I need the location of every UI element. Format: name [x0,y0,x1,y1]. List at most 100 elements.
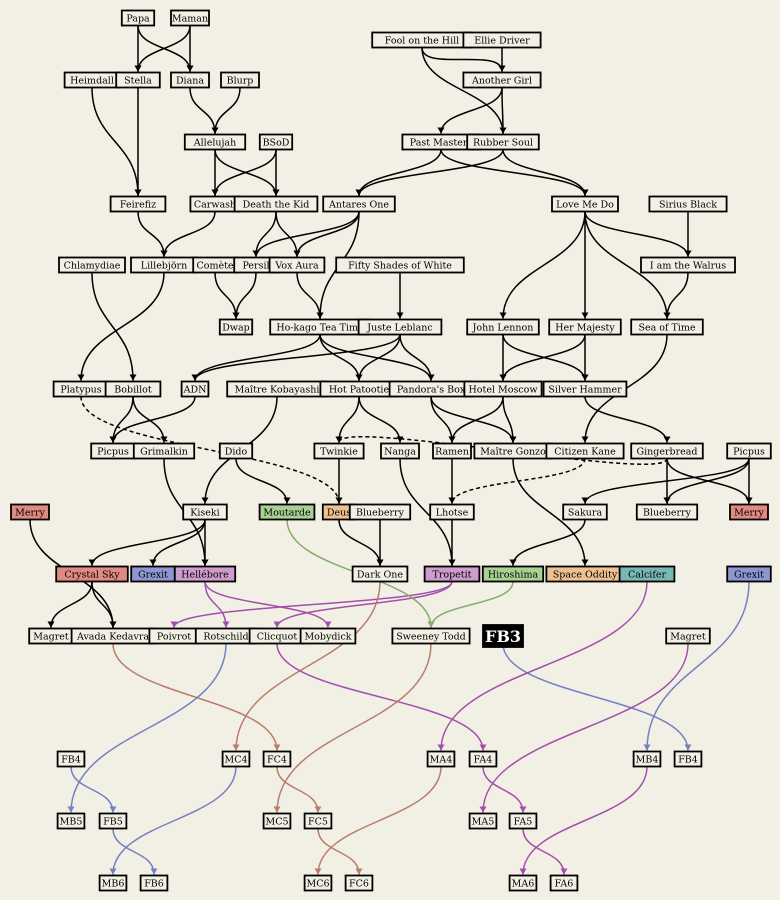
node-hermajesty[interactable]: Her Majesty [548,318,622,336]
node-ma4[interactable]: MA4 [426,750,456,768]
node-fa6[interactable]: FA6 [549,874,579,892]
node-another[interactable]: Another Girl [462,71,542,89]
node-mobydick[interactable]: Mobydick [299,627,357,645]
node-maitrekob[interactable]: Maître Kobayashi [226,380,328,398]
node-label-ma6: MA6 [512,879,535,890]
node-feirefiz[interactable]: Feirefiz [109,195,167,213]
node-diana[interactable]: Diana [170,71,210,89]
node-fb5[interactable]: FB5 [98,812,128,830]
node-dwap[interactable]: Dwap [218,318,254,336]
node-rubbersoul[interactable]: Rubber Soul [466,133,540,151]
node-lovemedo[interactable]: Love Me Do [551,195,619,213]
node-mc5[interactable]: MC5 [262,812,292,830]
node-ma6[interactable]: MA6 [508,874,538,892]
edge-bobillot-picpus1 [112,396,134,443]
node-seaoftime[interactable]: Sea of Time [630,318,704,336]
node-voxaura[interactable]: Vox Aura [268,256,326,274]
node-hellebore[interactable]: Hellébore [173,565,237,583]
node-hiroshima[interactable]: Hiroshima [481,565,545,583]
node-mb4[interactable]: MB4 [632,750,662,768]
node-fc6[interactable]: FC6 [344,874,374,892]
node-picpus2[interactable]: Picpus [726,442,772,460]
node-magret1[interactable]: Magret [28,627,74,645]
node-stella[interactable]: Stella [115,71,161,89]
node-dido[interactable]: Dido [218,442,254,460]
node-platypus[interactable]: Platypus [52,380,110,398]
node-magret2[interactable]: Magret [665,627,711,645]
node-blueberry2[interactable]: Blueberry [635,503,699,521]
node-fb4a[interactable]: FB4 [56,750,86,768]
node-bsod[interactable]: BSoD [258,133,294,151]
node-blueberry1[interactable]: Blueberry [348,503,412,521]
node-hotpatootie[interactable]: Hot Patootie [319,380,399,398]
node-box-johnlennon [466,318,540,336]
node-darkone[interactable]: Dark One [351,565,409,583]
node-chlamydiae[interactable]: Chlamydiae [58,256,126,274]
node-papa[interactable]: Papa [120,9,156,27]
node-mc4[interactable]: MC4 [221,750,251,768]
node-box-fa6 [549,874,579,892]
node-sakura[interactable]: Sakura [562,503,608,521]
node-grimalkin[interactable]: Grimalkin [132,442,196,460]
node-comete[interactable]: Comète [192,256,238,274]
node-tropetit[interactable]: Tropetit [423,565,481,583]
node-crystalsky[interactable]: Crystal Sky [55,565,129,583]
node-fool[interactable]: Fool on the Hill [371,31,473,49]
node-fb6[interactable]: FB6 [139,874,169,892]
node-citizenkane[interactable]: Citizen Kane [545,442,625,460]
node-silverhammer[interactable]: Silver Hammer [542,380,628,398]
node-maman[interactable]: Maman [170,9,210,27]
node-avada[interactable]: Avada Kedavra [70,627,156,645]
node-rotschild[interactable]: Rotschild [194,627,258,645]
node-maitregonzo[interactable]: Maître Gonzo [473,442,553,460]
node-gingerbread[interactable]: Gingerbread [630,442,704,460]
node-siriusblack[interactable]: Sirius Black [648,195,728,213]
node-merry1[interactable]: Merry [10,503,50,521]
node-merry2[interactable]: Merry [729,503,769,521]
node-ellie[interactable]: Ellie Driver [462,31,542,49]
node-kiseki[interactable]: Kiseki [182,503,228,521]
node-fb4b[interactable]: FB4 [673,750,703,768]
node-grexit1[interactable]: Grexit [130,565,176,583]
node-fb3[interactable]: FB3 [482,624,524,648]
node-adn[interactable]: ADN [180,380,210,398]
node-lillebjorn[interactable]: Lillebjörn [130,256,198,274]
node-carwash[interactable]: Carwash [189,195,241,213]
node-pandora[interactable]: Pandora's Box [388,380,474,398]
node-lhotse[interactable]: Lhotse [429,503,475,521]
node-antares[interactable]: Antares One [322,195,396,213]
node-grexit2[interactable]: Grexit [726,565,772,583]
node-picpus1[interactable]: Picpus [90,442,136,460]
node-mb6[interactable]: MB6 [98,874,128,892]
node-poivrot[interactable]: Poivrot [148,627,200,645]
node-mb5[interactable]: MB5 [56,812,86,830]
node-fa4[interactable]: FA4 [468,750,498,768]
node-fa5[interactable]: FA5 [508,812,538,830]
node-bobillot[interactable]: Bobillot [104,380,162,398]
node-calcifer[interactable]: Calcifer [618,565,676,583]
node-ma5[interactable]: MA5 [468,812,498,830]
node-nanga[interactable]: Nanga [380,442,420,460]
node-walrus[interactable]: I am the Walrus [640,256,736,274]
node-ramen[interactable]: Ramen [432,442,472,460]
node-mc6[interactable]: MC6 [303,874,333,892]
node-juste[interactable]: Juste Leblanc [357,318,443,336]
node-hokago[interactable]: Ho-kago Tea Time [269,318,371,336]
node-allelujah[interactable]: Allelujah [183,133,247,151]
node-twinkie[interactable]: Twinkie [313,442,365,460]
node-sweeney[interactable]: Sweeney Todd [391,627,471,645]
node-blurp[interactable]: Blurp [220,71,260,89]
node-moutarde[interactable]: Moutarde [258,503,316,521]
node-fiftyshades[interactable]: Fifty Shades of White [335,256,465,274]
edge-blurp-allelujah [214,87,241,134]
node-fc4[interactable]: FC4 [262,750,292,768]
node-clicquot[interactable]: Clicquot [248,627,306,645]
node-deathkid[interactable]: Death the Kid [233,195,319,213]
node-heimdall[interactable]: Heimdall [63,71,121,89]
arrowhead-ma4-mc6 [314,868,322,875]
node-johnlennon[interactable]: John Lennon [466,318,540,336]
node-spaceoddity[interactable]: Space Oddity [545,565,625,583]
node-fc5[interactable]: FC5 [303,812,333,830]
node-hotelmoscow[interactable]: Hotel Moscow [463,380,543,398]
node-label-ma4: MA4 [430,755,453,766]
